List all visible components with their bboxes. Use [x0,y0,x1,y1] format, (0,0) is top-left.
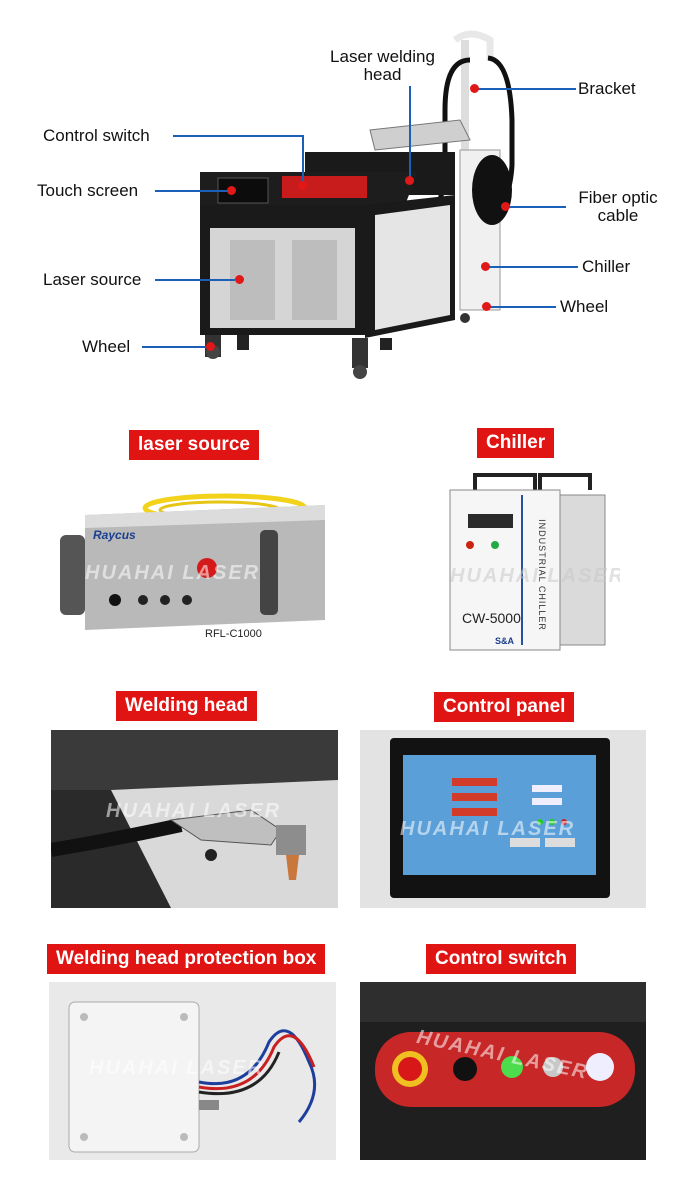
welding-head-photo: HUAHAI LASER [51,730,338,908]
watermark: HUAHAI LASER [400,818,576,840]
marker-dot [206,342,215,351]
leader-line [409,86,411,181]
leader-line [142,346,208,348]
machine-diagram: Laser welding head Control switch Touch … [0,0,699,400]
callout-touch-screen: Touch screen [37,181,139,200]
marker-dot [235,275,244,284]
laser-source-photo: Raycus RFL-C1000 HUAHAI LASER [55,480,330,660]
laser-source-unit-icon [60,493,325,630]
title-chiller: Chiller [477,428,555,458]
callout-fiber-optic-cable: Fiber optic cable [578,188,658,225]
marker-dot [470,84,479,93]
callout-chiller: Chiller [582,257,631,276]
leader-line [302,135,304,185]
watermark: HUAHAI LASER [106,800,282,822]
leader-line [478,88,576,90]
marker-dot [227,186,236,195]
callout-laser-welding-head: Laser welding head [330,47,435,84]
callout-laser-source: Laser source [43,270,142,289]
title-welding-head-protection-box: Welding head protection box [47,944,326,974]
chiller-photo: CW-5000 INDUSTRIAL CHILLER S&A HUAHAI LA… [440,470,620,655]
leader-line [490,306,556,308]
touch-screen-icon [390,738,610,898]
welding-machine-illustration [200,30,515,379]
title-control-panel: Control panel [434,692,575,722]
marker-dot [298,181,307,190]
protection-box-photo: HUAHAI LASER [49,982,336,1160]
welding-head-icon [51,730,338,908]
watermark: HUAHAI LASER [89,1057,265,1079]
leader-line [508,206,566,208]
watermark: HUAHAI LASER [450,565,620,587]
watermark: HUAHAI LASER [85,562,261,584]
callout-wheel-right: Wheel [560,297,609,316]
laser-source-model: RFL-C1000 [205,628,262,640]
chiller-logo: S&A [495,636,515,646]
leader-line [488,266,578,268]
control-switch-panel-icon [360,982,646,1107]
chiller-model: CW-5000 [462,610,521,626]
callout-control-switch: Control switch [43,126,150,145]
callout-wheel-left: Wheel [82,337,131,356]
marker-dot [482,302,491,311]
chiller-unit-icon [449,473,606,651]
title-control-switch: Control switch [426,944,576,974]
title-laser-source: laser source [129,430,259,460]
leader-line [173,135,303,137]
title-welding-head: Welding head [116,691,258,721]
marker-dot [481,262,490,271]
control-panel-photo: HUAHAI LASER [360,730,646,908]
leader-line [155,190,229,192]
protection-box-icon [68,1001,317,1153]
leader-line [155,279,235,281]
callout-bracket: Bracket [578,79,636,98]
control-switch-photo: HUAHAI LASER [360,982,646,1160]
laser-source-brand: Raycus [93,528,136,542]
marker-dot [405,176,414,185]
marker-dot [501,202,510,211]
